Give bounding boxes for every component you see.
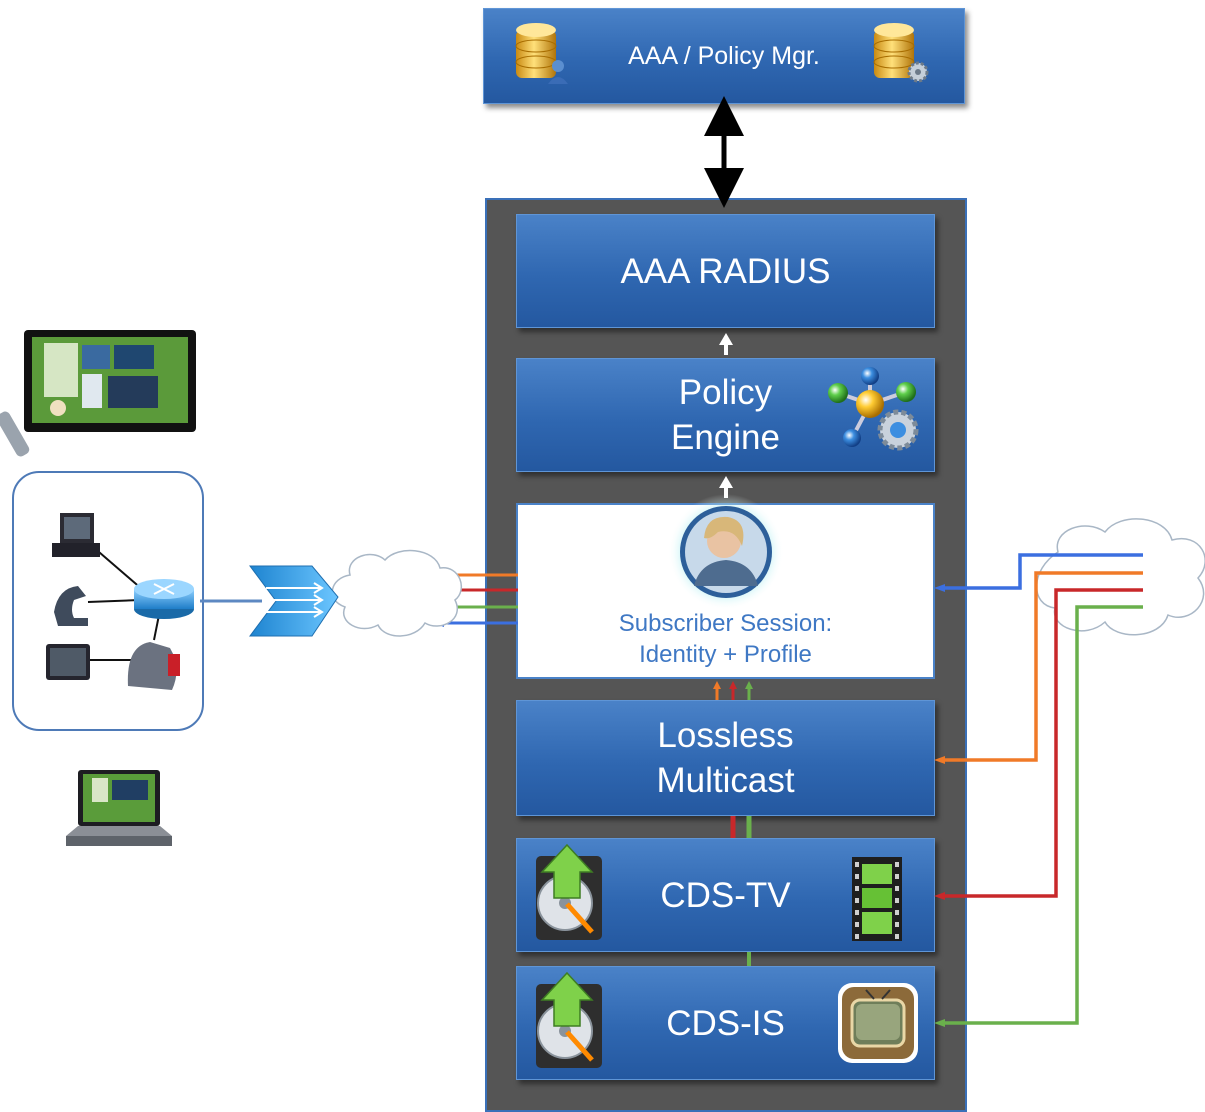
set-top-box-icon	[46, 642, 180, 690]
database-user-icon	[515, 23, 568, 84]
aaa-radius-label: AAA RADIUS	[620, 251, 831, 291]
hard-drive-upload-icon	[536, 971, 602, 1068]
switch-icon	[249, 565, 339, 637]
remote-control-icon	[0, 411, 30, 457]
tv-app-icon	[838, 983, 918, 1063]
right-cloud-icon	[1035, 518, 1205, 636]
aaa-radius-box[interactable]: AAA RADIUS	[516, 214, 935, 328]
database-gear-icon	[873, 23, 929, 83]
lossless-multicast-label: Lossless Multicast	[656, 716, 795, 800]
laptop-icon	[66, 770, 172, 846]
left-cloud-icon	[331, 549, 462, 637]
lossless-multicast-box[interactable]: Lossless Multicast	[516, 700, 935, 816]
hard-drive-upload-icon	[536, 843, 602, 940]
policy-engine-label: Policy Engine	[671, 373, 780, 457]
television-icon	[24, 330, 196, 432]
desktop-computer-icon	[52, 513, 100, 557]
user-avatar-icon	[668, 494, 784, 610]
phone-icon	[54, 586, 88, 626]
cds-tv-label: CDS-TV	[660, 875, 791, 915]
subscriber-session-label: Subscriber Session: Identity + Profile	[618, 610, 833, 668]
film-strip-icon	[852, 857, 902, 941]
white-arrow-icon	[719, 333, 733, 498]
cds-is-label: CDS-IS	[666, 1003, 785, 1043]
multicast-flow-arrows	[713, 681, 753, 700]
upstream-arrowheads	[934, 584, 945, 1027]
aaa-policy-mgr-label: AAA / Policy Mgr.	[628, 41, 820, 70]
molecule-gear-icon	[828, 367, 919, 451]
router-icon	[134, 579, 194, 619]
upstream-flow-lines	[945, 553, 1143, 1025]
